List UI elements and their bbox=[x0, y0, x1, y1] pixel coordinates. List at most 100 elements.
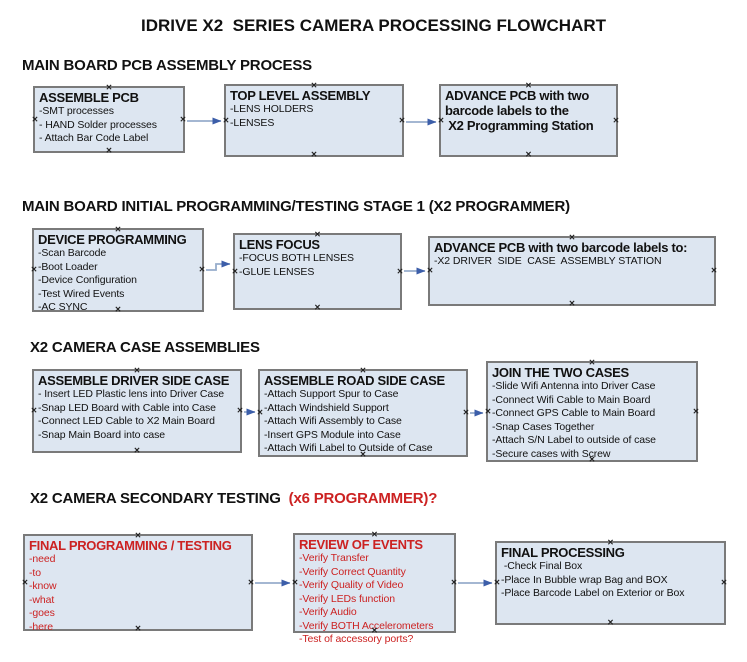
box-title: TOP LEVEL ASSEMBLY bbox=[230, 88, 371, 103]
box-item: -AC SYNC bbox=[38, 301, 88, 313]
section-header-secondary-testing: X2 CAMERA SECONDARY TESTING (x6 PROGRAMM… bbox=[30, 490, 437, 507]
box-title: JOIN THE TWO CASES bbox=[492, 365, 629, 380]
connection-anchor-icon: ✕ bbox=[612, 115, 620, 125]
box-item: -Test Wired Events bbox=[38, 287, 125, 300]
box-item: -Attach Support Spur to Case bbox=[264, 388, 399, 400]
connection-anchor-icon: ✕ bbox=[222, 115, 230, 125]
connection-anchor-icon: ✕ bbox=[692, 406, 700, 416]
box-title: ADVANCE PCB with two barcode labels to: bbox=[434, 240, 688, 255]
section-header-text: MAIN BOARD INITIAL PROGRAMMING/TESTING S… bbox=[22, 198, 570, 215]
box-title: ASSEMBLE ROAD SIDE CASE bbox=[264, 373, 445, 388]
box-item: -goes bbox=[29, 607, 55, 619]
flowchart-title: IDRIVE X2 SERIES CAMERA PROCESSING FLOWC… bbox=[140, 16, 607, 35]
connection-anchor-icon: ✕ bbox=[310, 150, 318, 159]
section-header-text: X2 CAMERA SECONDARY TESTING bbox=[30, 490, 285, 507]
flow-box-join-the-two-cases[interactable]: JOIN THE TWO CASES-Slide Wifi Antenna in… bbox=[484, 359, 700, 464]
connection-anchor-icon: ✕ bbox=[236, 406, 244, 415]
box-title: FINAL PROGRAMMING / TESTING bbox=[29, 538, 232, 553]
box-item: -Device Configuration bbox=[38, 274, 137, 286]
box-item: -Verify BOTH Accelerometers bbox=[299, 619, 434, 632]
flow-box-advance-pcb-to-programming-station[interactable]: ADVANCE PCB with two barcode labels to t… bbox=[437, 82, 620, 159]
connection-anchor-icon: ✕ bbox=[133, 446, 141, 455]
box-item: -Connect Wifi Cable to Main Board bbox=[492, 393, 651, 406]
connection-anchor-icon: ✕ bbox=[525, 150, 532, 159]
box-item: -Scan Barcode bbox=[38, 247, 107, 259]
connector-arrow[interactable] bbox=[206, 260, 231, 271]
connection-anchor-icon: ✕ bbox=[484, 406, 492, 416]
flow-box-final-processing[interactable]: FINAL PROCESSING -Check Final Box-Place … bbox=[493, 539, 728, 627]
box-item: -GLUE LENSES bbox=[239, 265, 315, 278]
flow-box-final-programming-testing[interactable]: FINAL PROGRAMMING / TESTING-need-to-know… bbox=[21, 532, 255, 633]
connection-anchor-icon: ✕ bbox=[568, 299, 576, 308]
flow-box-top-level-assembly[interactable]: TOP LEVEL ASSEMBLY-LENS HOLDERS-LENSES✕✕… bbox=[222, 82, 406, 159]
box-item: -Check Final Box bbox=[501, 560, 583, 572]
box-title: ASSEMBLE PCB bbox=[39, 90, 139, 105]
box-item: -to bbox=[29, 566, 41, 579]
flow-box-lens-focus[interactable]: LENS FOCUS-FOCUS BOTH LENSES-GLUE LENSES… bbox=[231, 231, 404, 312]
connection-anchor-icon: ✕ bbox=[30, 265, 38, 274]
connection-anchor-icon: ✕ bbox=[291, 578, 299, 587]
box-item: -FOCUS BOTH LENSES bbox=[239, 252, 354, 264]
connection-anchor-icon: ✕ bbox=[426, 266, 434, 275]
box-item: -Verify Correct Quantity bbox=[299, 565, 406, 578]
connection-anchor-icon: ✕ bbox=[105, 146, 113, 155]
box-item: -Verify Audio bbox=[299, 606, 357, 618]
flow-box-advance-pcb-to-case-assembly[interactable]: ADVANCE PCB with two barcode labels to:-… bbox=[426, 234, 718, 308]
section-header-initial-programming-testing: MAIN BOARD INITIAL PROGRAMMING/TESTING S… bbox=[22, 198, 570, 215]
box-item: -Boot Loader bbox=[38, 260, 98, 273]
flow-box-assemble-pcb[interactable]: ASSEMBLE PCB-SMT processes- HAND Solder … bbox=[31, 84, 187, 155]
box-title: ADVANCE PCB with two barcode labels to t… bbox=[445, 88, 594, 133]
box-item: -Connect GPS Cable to Main Board bbox=[492, 407, 656, 419]
connection-anchor-icon: ✕ bbox=[179, 114, 187, 124]
box-item: -Place In Bubble wrap Bag and BOX bbox=[501, 573, 668, 586]
flow-box-assemble-road-side-case[interactable]: ASSEMBLE ROAD SIDE CASE-Attach Support S… bbox=[256, 367, 470, 459]
connection-anchor-icon: ✕ bbox=[247, 577, 255, 587]
flow-box-assemble-driver-side-case[interactable]: ASSEMBLE DRIVER SIDE CASE- Insert LED Pl… bbox=[30, 367, 244, 455]
connection-anchor-icon: ✕ bbox=[314, 303, 321, 312]
connection-anchor-icon: ✕ bbox=[21, 577, 29, 587]
box-item: -SMT processes bbox=[39, 105, 114, 117]
box-title: LENS FOCUS bbox=[239, 237, 320, 252]
box-title: FINAL PROCESSING bbox=[501, 545, 625, 560]
box-item: -what bbox=[29, 593, 55, 606]
box-item: -Verify LEDs function bbox=[299, 592, 395, 605]
box-item: -X2 DRIVER SIDE CASE ASSEMBLY STATION bbox=[434, 255, 662, 267]
box-title: ASSEMBLE DRIVER SIDE CASE bbox=[38, 373, 230, 388]
connection-anchor-icon: ✕ bbox=[256, 408, 264, 417]
box-item: -Attach S/N Label to outside of case bbox=[492, 434, 656, 446]
box-item: -Insert GPS Module into Case bbox=[264, 428, 401, 441]
connection-anchor-icon: ✕ bbox=[396, 266, 404, 276]
section-header-text: X2 CAMERA CASE ASSEMBLIES bbox=[30, 339, 260, 356]
box-item: -Verify Quality of Video bbox=[299, 579, 404, 591]
connection-anchor-icon: ✕ bbox=[398, 115, 406, 125]
connection-anchor-icon: ✕ bbox=[231, 266, 239, 276]
box-item: -Snap LED Board with Cable into Case bbox=[38, 401, 216, 414]
flow-box-review-of-events[interactable]: REVIEW OF EVENTS-Verify Transfer-Verify … bbox=[291, 531, 458, 646]
box-item: -Verify Transfer bbox=[299, 552, 369, 564]
section-header-pcb-assembly: MAIN BOARD PCB ASSEMBLY PROCESS bbox=[22, 57, 312, 74]
box-item: -LENS HOLDERS bbox=[230, 103, 314, 115]
box-item: -Slide Wifi Antenna into Driver Case bbox=[492, 380, 656, 392]
box-item: -Connect LED Cable to X2 Main Board bbox=[38, 415, 215, 427]
box-item: -Attach Wifi Label to Outside of Case bbox=[264, 442, 433, 454]
box-item: -Attach Windshield Support bbox=[264, 401, 389, 414]
box-title: REVIEW OF EVENTS bbox=[299, 537, 423, 552]
box-item: -need bbox=[29, 553, 56, 565]
connection-anchor-icon: ✕ bbox=[493, 578, 501, 587]
box-item: -Snap Main Board into case bbox=[38, 428, 165, 441]
flow-box-device-programming[interactable]: DEVICE PROGRAMMING-Scan Barcode-Boot Loa… bbox=[30, 226, 206, 314]
section-header-text: MAIN BOARD PCB ASSEMBLY PROCESS bbox=[22, 57, 312, 74]
box-item: - Attach Bar Code Label bbox=[39, 132, 149, 144]
box-item: -Place Barcode Label on Exterior or Box bbox=[501, 587, 685, 599]
box-item: - HAND Solder processes bbox=[39, 118, 157, 131]
box-title: DEVICE PROGRAMMING bbox=[38, 232, 187, 247]
connection-anchor-icon: ✕ bbox=[462, 408, 470, 417]
box-item: -LENSES bbox=[230, 116, 275, 129]
connection-anchor-icon: ✕ bbox=[31, 114, 39, 124]
section-header-camera-case-assemblies: X2 CAMERA CASE ASSEMBLIES bbox=[30, 339, 260, 356]
box-item: -Snap Cases Together bbox=[492, 420, 595, 433]
connection-anchor-icon: ✕ bbox=[710, 266, 718, 275]
connection-anchor-icon: ✕ bbox=[30, 406, 38, 415]
connection-anchor-icon: ✕ bbox=[437, 115, 445, 125]
